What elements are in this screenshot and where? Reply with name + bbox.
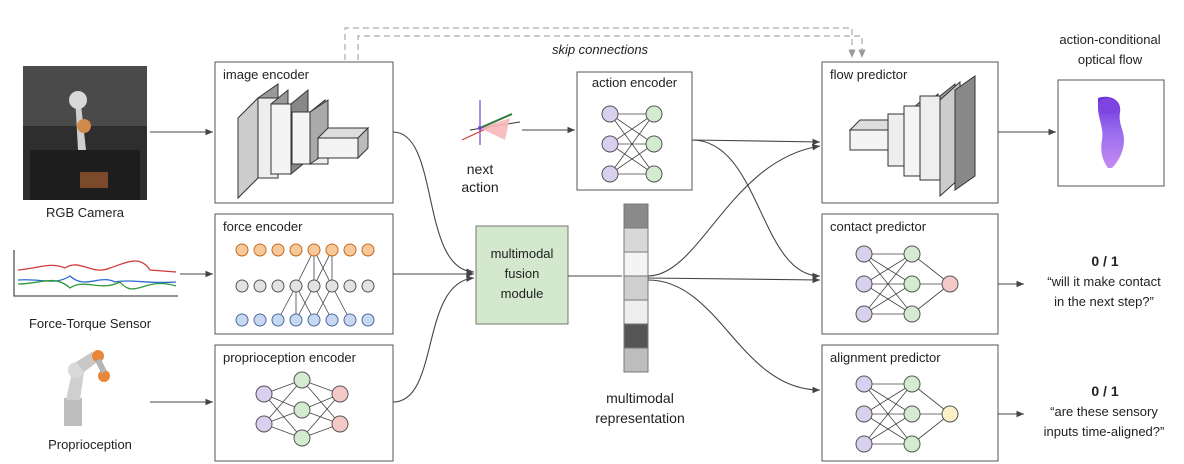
force-encoder-title: force encoder bbox=[223, 219, 303, 234]
fusion-module-box bbox=[475, 225, 569, 325]
proprioception-encoder-network bbox=[255, 371, 349, 447]
representation-line-2: representation bbox=[595, 410, 685, 426]
image-encoder-label-wrap: image encoder bbox=[215, 62, 393, 82]
contact-question: “will it make contact in the next step?” bbox=[1024, 272, 1184, 312]
force-encoder-network bbox=[235, 243, 375, 327]
next-action-icon bbox=[461, 100, 521, 145]
next-action-label: next action bbox=[440, 160, 520, 196]
representation-label: multimodal representation bbox=[570, 388, 710, 428]
contact-question-line-1: “will it make contact bbox=[1047, 274, 1161, 289]
skip-connections-label: skip connections bbox=[551, 42, 649, 57]
alignment-predictor-network bbox=[855, 375, 959, 453]
action-encoder-title: action encoder bbox=[591, 75, 678, 90]
alignment-predictor-label-wrap: alignment predictor bbox=[822, 345, 998, 365]
force-encoder-label-wrap: force encoder bbox=[215, 214, 393, 234]
fusion-line-2: fusion bbox=[504, 266, 540, 281]
fusion-module-label: multimodal fusion module bbox=[476, 244, 568, 304]
rgb-camera-image bbox=[23, 66, 147, 200]
contact-output-value: 0 / 1 bbox=[1091, 253, 1119, 269]
flow-predictor-title: flow predictor bbox=[830, 67, 908, 82]
contact-question-line-2: in the next step?” bbox=[1054, 294, 1154, 309]
next-action-line-1: next bbox=[466, 161, 494, 177]
alignment-question: “are these sensory inputs time-aligned?” bbox=[1024, 402, 1184, 442]
optical-flow-title: action-conditional optical flow bbox=[1030, 30, 1184, 70]
contact-predictor-network bbox=[855, 245, 959, 323]
contact-predictor-label-wrap: contact predictor bbox=[822, 214, 998, 234]
alignment-predictor-title: alignment predictor bbox=[830, 350, 941, 365]
force-torque-plot bbox=[13, 250, 178, 297]
action-encoder-network bbox=[601, 105, 663, 183]
alignment-question-line-2: inputs time-aligned?” bbox=[1043, 424, 1165, 439]
contact-predictor-title: contact predictor bbox=[830, 219, 927, 234]
optical-flow-title-line-1: action-conditional bbox=[1059, 32, 1161, 47]
proprioception-label: Proprioception bbox=[48, 437, 132, 452]
alignment-question-line-1: “are these sensory bbox=[1050, 404, 1158, 419]
image-encoder-title: image encoder bbox=[223, 67, 309, 82]
proprioception-encoder-label-wrap: proprioception encoder bbox=[215, 345, 393, 365]
skip-connection-lines bbox=[344, 27, 866, 60]
rgb-camera-label: RGB Camera bbox=[45, 205, 125, 220]
representation-line-1: multimodal bbox=[606, 390, 674, 406]
alignment-output-value: 0 / 1 bbox=[1091, 383, 1119, 399]
optical-flow-image bbox=[1098, 96, 1124, 168]
force-encoder-box bbox=[214, 213, 394, 335]
next-action-line-2: action bbox=[461, 179, 499, 195]
optical-flow-title-line-2: optical flow bbox=[1077, 52, 1143, 67]
flow-predictor-cnn bbox=[848, 75, 976, 198]
connections bbox=[150, 126, 1056, 418]
flow-predictor-label-wrap: flow predictor bbox=[822, 62, 998, 82]
representation-bar bbox=[623, 203, 649, 373]
image-encoder-cnn bbox=[237, 83, 370, 200]
fusion-line-1: multimodal bbox=[490, 246, 554, 261]
force-torque-label: Force-Torque Sensor bbox=[28, 316, 152, 331]
fusion-line-3: module bbox=[500, 286, 544, 301]
proprioception-encoder-title: proprioception encoder bbox=[223, 350, 356, 365]
robot-arm-image bbox=[64, 350, 110, 426]
